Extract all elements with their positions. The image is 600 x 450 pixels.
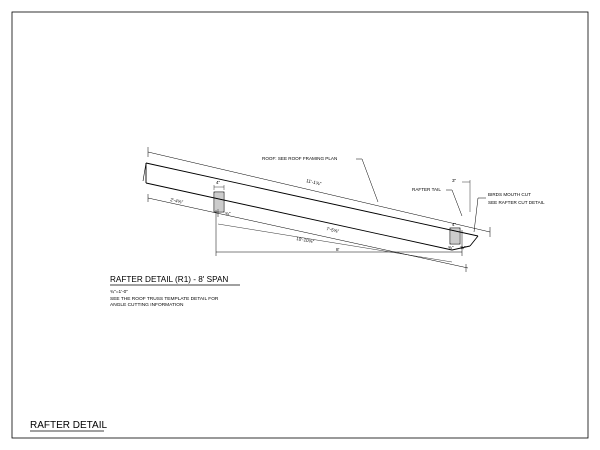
left-overhang-dimension: 2'-4⅝" (170, 197, 184, 205)
detail-title: RAFTER DETAIL (R1) - 8' SPAN (110, 275, 228, 284)
right-bearing-block (449, 227, 461, 245)
left-bearing-block (213, 191, 225, 213)
seat-left-depth-dimension: ¾" (225, 211, 231, 216)
rafter-drawing (142, 147, 491, 272)
tail-offset-dimension: 3" (452, 178, 457, 183)
lower-dimension-line (147, 197, 469, 269)
roof-callout-leader (356, 158, 379, 203)
sheet-title: RAFTER DETAIL (30, 420, 107, 431)
sheet-border (11, 11, 589, 439)
seat-right-width-dimension: 4" (452, 222, 457, 227)
mid-length-dimension: 7'-5⅝" (326, 226, 340, 234)
birds-mouth-callout-line2: SEE RAFTER CUT DETAIL (488, 200, 545, 205)
rafter-top-edge (145, 162, 479, 237)
seat-right-depth-dimension: ¾" (460, 245, 466, 250)
bottom-dimension-line (217, 223, 453, 263)
span-dimension: 8' (336, 247, 340, 252)
seat-left-width-dimension: 4" (216, 180, 221, 185)
roof-callout: ROOF: SEE ROOF FRAMING PLAN (262, 156, 337, 161)
detail-scale: ¾"=1'-0" (110, 289, 128, 295)
tail-small-dimension: ⅜" (448, 245, 454, 250)
detail-note-line2: ANGLE CUTTING INFORMATION (110, 302, 184, 308)
birds-mouth-callout-line1: BIRDS MOUTH CUT (488, 192, 531, 197)
rafter-tail-leader (446, 189, 463, 217)
top-length-dimension: 11'-1⅝" (306, 178, 322, 186)
top-dimension-line (147, 151, 491, 233)
rafter-bottom-edge (145, 182, 453, 251)
bottom-length-dimension: 10'-10⅝" (296, 236, 315, 244)
rafter-right-end (469, 235, 479, 247)
rafter-tail-callout: RAFTER TAIL (412, 187, 441, 192)
detail-note-line1: SEE THE ROOF TRUSS TEMPLATE DETAIL FOR (110, 296, 219, 302)
birds-mouth-leader (473, 197, 486, 233)
